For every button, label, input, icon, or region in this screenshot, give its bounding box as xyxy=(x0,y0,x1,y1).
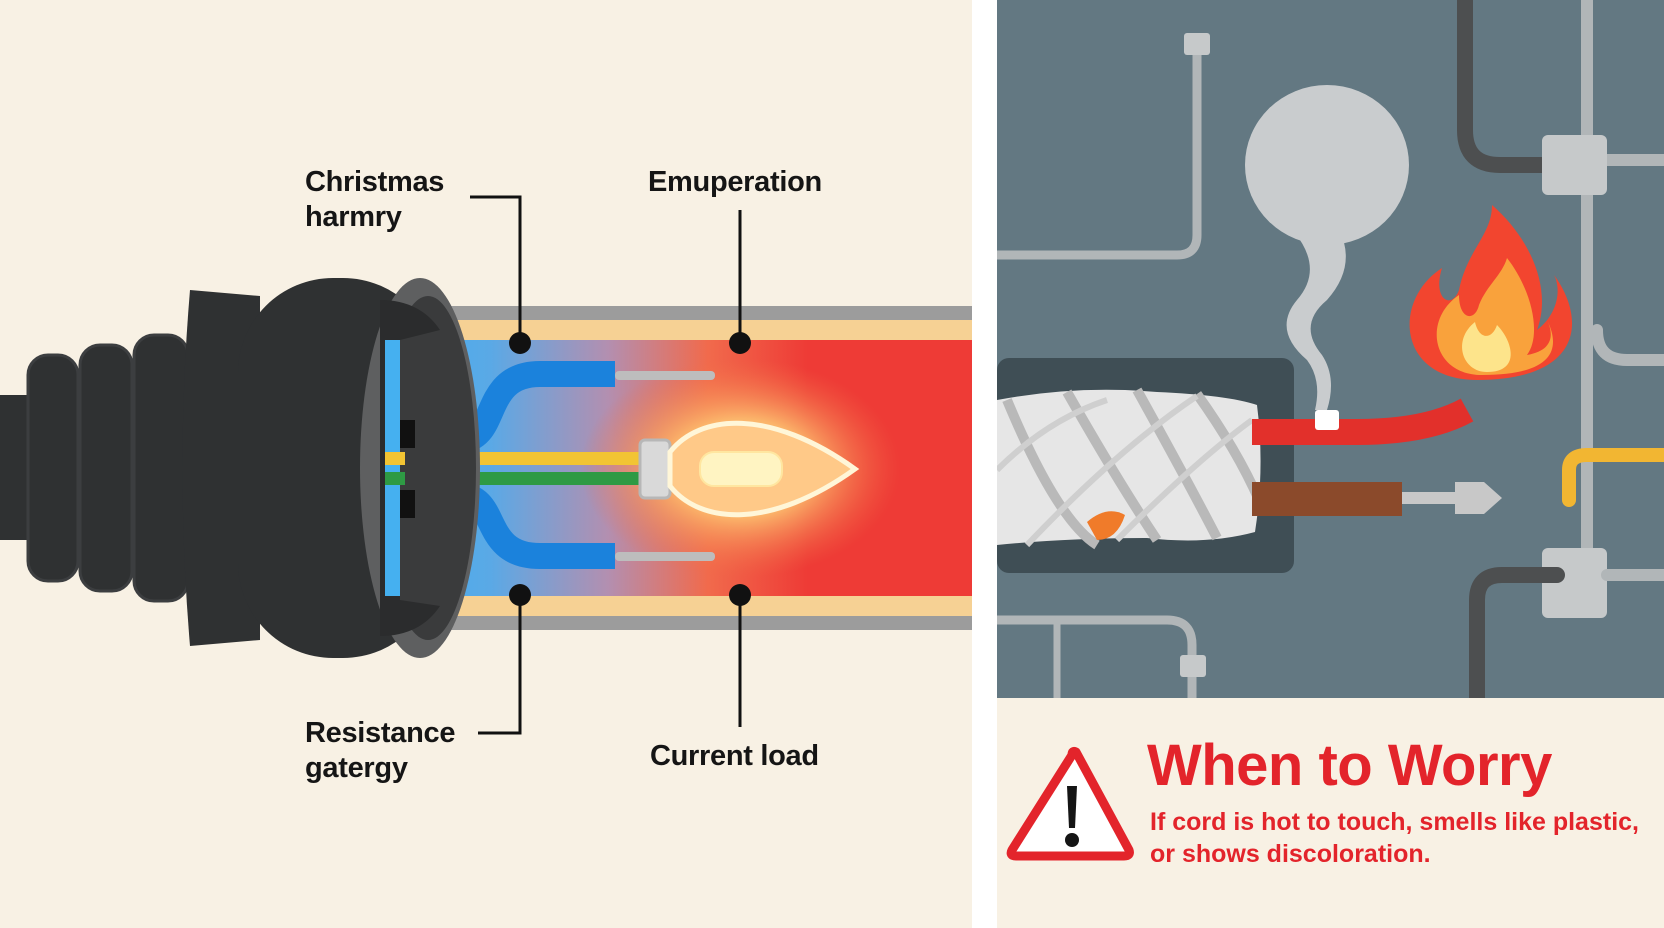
background-pipes xyxy=(997,0,1664,698)
callout-bottom-right: Current load xyxy=(650,740,819,772)
plug-icon xyxy=(0,278,480,658)
callout-top-right: Emuperation xyxy=(648,166,822,198)
bulb-icon xyxy=(638,420,860,518)
callout-dots xyxy=(509,332,751,606)
warning-text: If cord is hot to touch, smells like pla… xyxy=(1150,808,1639,868)
cord-diagram-panel: Christmas harmry Emuperation Resistance … xyxy=(0,0,972,928)
warning-panel: When to Worry If cord is hot to touch, s… xyxy=(997,0,1664,928)
cord-cross-section xyxy=(0,195,972,735)
live-wires xyxy=(1252,398,1502,516)
panel-divider xyxy=(972,0,997,928)
smoke-icon xyxy=(1245,85,1409,410)
warning-title: When to Worry xyxy=(1147,733,1552,798)
callout-bottom-left: Resistance gatergy xyxy=(305,717,456,784)
flame-icon xyxy=(1409,205,1573,380)
warning-triangle-icon xyxy=(1006,746,1134,861)
callout-top-left: Christmas harmry xyxy=(305,166,445,233)
twisted-cable xyxy=(997,387,1264,550)
callout-leaders xyxy=(470,195,742,735)
overheating-cord-illustration xyxy=(997,0,1664,698)
